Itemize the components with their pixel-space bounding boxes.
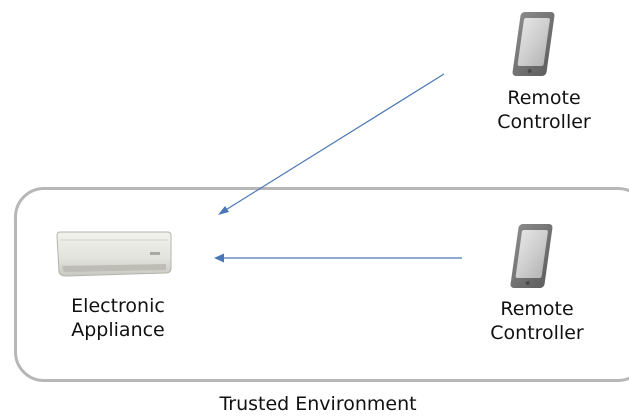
arrow-remote-to-appliance-outside	[218, 73, 445, 215]
smartphone-icon	[512, 12, 555, 76]
air-conditioner-icon	[56, 231, 172, 277]
arrow-remote-to-appliance-inside	[214, 253, 462, 263]
trusted-environment-boundary	[14, 187, 629, 382]
remote-controller-label-outside: Remote Controller	[497, 87, 591, 133]
smartphone-icon	[510, 224, 553, 288]
electronic-appliance-label: Electronic Appliance	[71, 295, 165, 341]
trusted-environment-label: Trusted Environment	[219, 393, 417, 415]
remote-controller-label-inside: Remote Controller	[490, 298, 584, 344]
